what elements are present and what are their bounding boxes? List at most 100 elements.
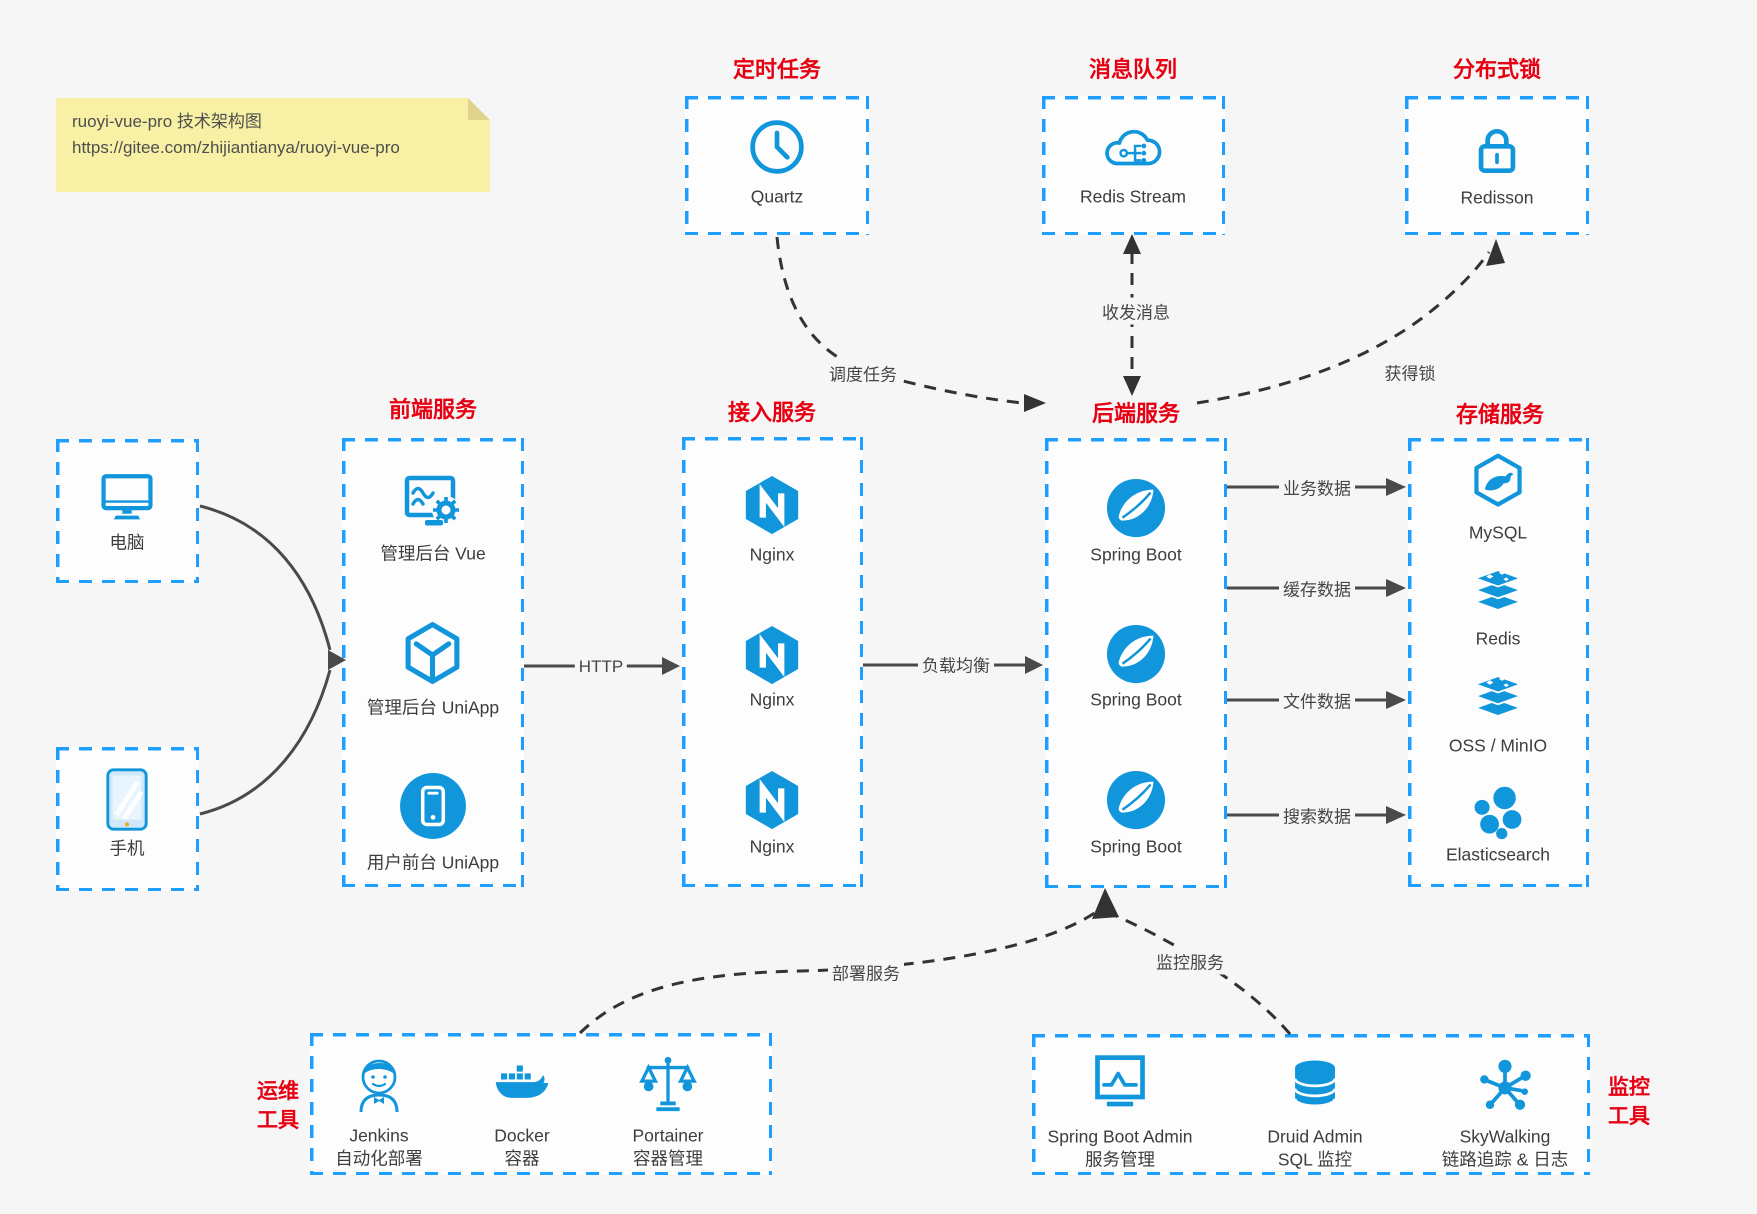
edge-label-search-data: 搜索数据	[1279, 801, 1355, 829]
title-devops-line2: 工具	[257, 1109, 299, 1132]
item-label-portainer: Portainer	[632, 1125, 704, 1146]
spring-icon	[1105, 769, 1167, 831]
admin-vue-icon	[401, 470, 465, 534]
item-label-phone: 手机	[109, 838, 145, 859]
title-devops: 运维 工具	[243, 1077, 313, 1135]
title-frontend: 前端服务	[388, 397, 478, 422]
edge-label-load-balance: 负载均衡	[918, 650, 994, 678]
item-label-mysql: MySQL	[1468, 522, 1528, 543]
item-label-springboot-2: Spring Boot	[1090, 689, 1182, 710]
cloud-mq-icon	[1100, 122, 1166, 174]
item-label-pc: 电脑	[109, 532, 145, 553]
edge-label-monitor: 监控服务	[1152, 947, 1228, 975]
group-box-scheduler	[685, 96, 869, 235]
edge-acquire-lock	[1196, 251, 1491, 405]
jenkins-icon	[347, 1051, 411, 1117]
group-box-devops	[310, 1033, 772, 1175]
spring-icon	[1105, 477, 1167, 539]
arrowhead-file	[1386, 691, 1406, 709]
desktop-icon	[97, 464, 157, 526]
edge-label-acquire-lock: 获得锁	[1380, 358, 1440, 386]
item-desc-sbadmin: 服务管理	[1085, 1149, 1155, 1170]
arrowhead-business	[1386, 478, 1406, 496]
item-label-docker: Docker	[494, 1125, 550, 1146]
group-box-mq	[1042, 96, 1225, 235]
item-label-quartz: Quartz	[750, 186, 804, 207]
arrowhead-deploy-monitor	[1092, 888, 1119, 919]
title-monitoring-line1: 监控	[1608, 1076, 1650, 1099]
clock-icon	[747, 117, 807, 177]
note-url: https://gitee.com/zhijiantianya/ruoyi-vu…	[72, 138, 400, 157]
arrowhead-message-down	[1123, 376, 1141, 396]
sticky-note: ruoyi-vue-pro 技术架构图 https://gitee.com/zh…	[56, 98, 490, 192]
arrowhead-acquire-lock	[1486, 239, 1505, 266]
item-desc-docker: 容器	[504, 1148, 540, 1169]
item-desc-skywalking: 链路追踪 & 日志	[1441, 1149, 1569, 1170]
item-label-admin-vue: 管理后台 Vue	[380, 543, 486, 564]
arrowhead-message-up	[1123, 234, 1141, 254]
nginx-icon	[741, 474, 803, 536]
edge-phone-frontend	[199, 669, 332, 816]
docker-whale-icon	[494, 1060, 550, 1106]
item-desc-portainer: 容器管理	[633, 1148, 703, 1169]
item-label-springboot-3: Spring Boot	[1090, 836, 1182, 857]
nginx-icon	[741, 624, 803, 686]
edge-label-schedule: 调度任务	[825, 359, 901, 387]
database-icon	[1286, 1056, 1344, 1114]
uniapp-cube-icon	[400, 620, 465, 686]
redis-stack-icon	[1469, 567, 1527, 615]
item-label-nginx-1: Nginx	[749, 544, 795, 565]
item-label-nginx-3: Nginx	[749, 836, 795, 857]
title-gateway: 接入服务	[727, 400, 817, 425]
arrowhead-search	[1386, 806, 1406, 824]
monitor-chart-icon	[1090, 1051, 1150, 1113]
arrowhead-cache	[1386, 579, 1406, 597]
arrowhead-http	[662, 657, 680, 675]
arrowhead-load-balance	[1025, 656, 1043, 674]
item-desc-jenkins: 自动化部署	[335, 1148, 423, 1169]
title-monitoring-line2: 工具	[1608, 1105, 1650, 1128]
item-label-springboot-1: Spring Boot	[1090, 544, 1182, 565]
title-scheduler: 定时任务	[732, 57, 822, 82]
note-title: ruoyi-vue-pro 技术架构图	[72, 112, 262, 131]
title-mq: 消息队列	[1088, 57, 1178, 82]
arrowhead-schedule	[1024, 394, 1046, 412]
item-label-sbadmin: Spring Boot Admin	[1047, 1126, 1193, 1147]
title-monitoring: 监控 工具	[1594, 1073, 1664, 1131]
edge-label-http: HTTP	[574, 656, 628, 678]
item-label-oss-minio: OSS / MinIO	[1448, 735, 1548, 756]
title-devops-line1: 运维	[257, 1080, 299, 1103]
group-box-storage	[1408, 438, 1589, 887]
item-label-redis: Redis	[1475, 628, 1521, 649]
mysql-icon	[1468, 452, 1528, 512]
portainer-scale-icon	[637, 1054, 699, 1116]
item-label-admin-uniapp: 管理后台 UniApp	[366, 697, 500, 718]
edge-label-business-data: 业务数据	[1279, 473, 1355, 501]
lock-icon	[1467, 120, 1527, 182]
title-storage: 存储服务	[1455, 402, 1545, 427]
item-label-skywalking: SkyWalking	[1459, 1126, 1551, 1147]
title-backend: 后端服务	[1091, 401, 1181, 426]
storage-stack-icon	[1469, 673, 1527, 721]
item-label-redis-stream: Redis Stream	[1079, 186, 1187, 207]
mobile-app-icon	[398, 771, 468, 841]
item-label-jenkins: Jenkins	[349, 1125, 409, 1146]
item-label-user-uniapp: 用户前台 UniApp	[366, 852, 500, 873]
item-label-elasticsearch: Elasticsearch	[1445, 844, 1551, 865]
elasticsearch-icon	[1468, 781, 1528, 843]
edge-label-deploy: 部署服务	[828, 958, 904, 986]
phone-icon	[104, 766, 150, 833]
item-label-druid: Druid Admin	[1267, 1126, 1363, 1147]
topology-icon	[1475, 1055, 1535, 1117]
group-box-lock	[1405, 96, 1589, 235]
title-lock: 分布式锁	[1452, 57, 1542, 82]
spring-icon	[1105, 623, 1167, 685]
nginx-icon	[741, 769, 803, 831]
edge-label-message: 收发消息	[1098, 297, 1174, 325]
item-label-nginx-2: Nginx	[749, 689, 795, 710]
edge-label-cache-data: 缓存数据	[1279, 574, 1355, 602]
edge-label-file-data: 文件数据	[1279, 686, 1355, 714]
edge-pc-frontend	[199, 504, 332, 651]
item-desc-druid: SQL 监控	[1277, 1149, 1353, 1170]
